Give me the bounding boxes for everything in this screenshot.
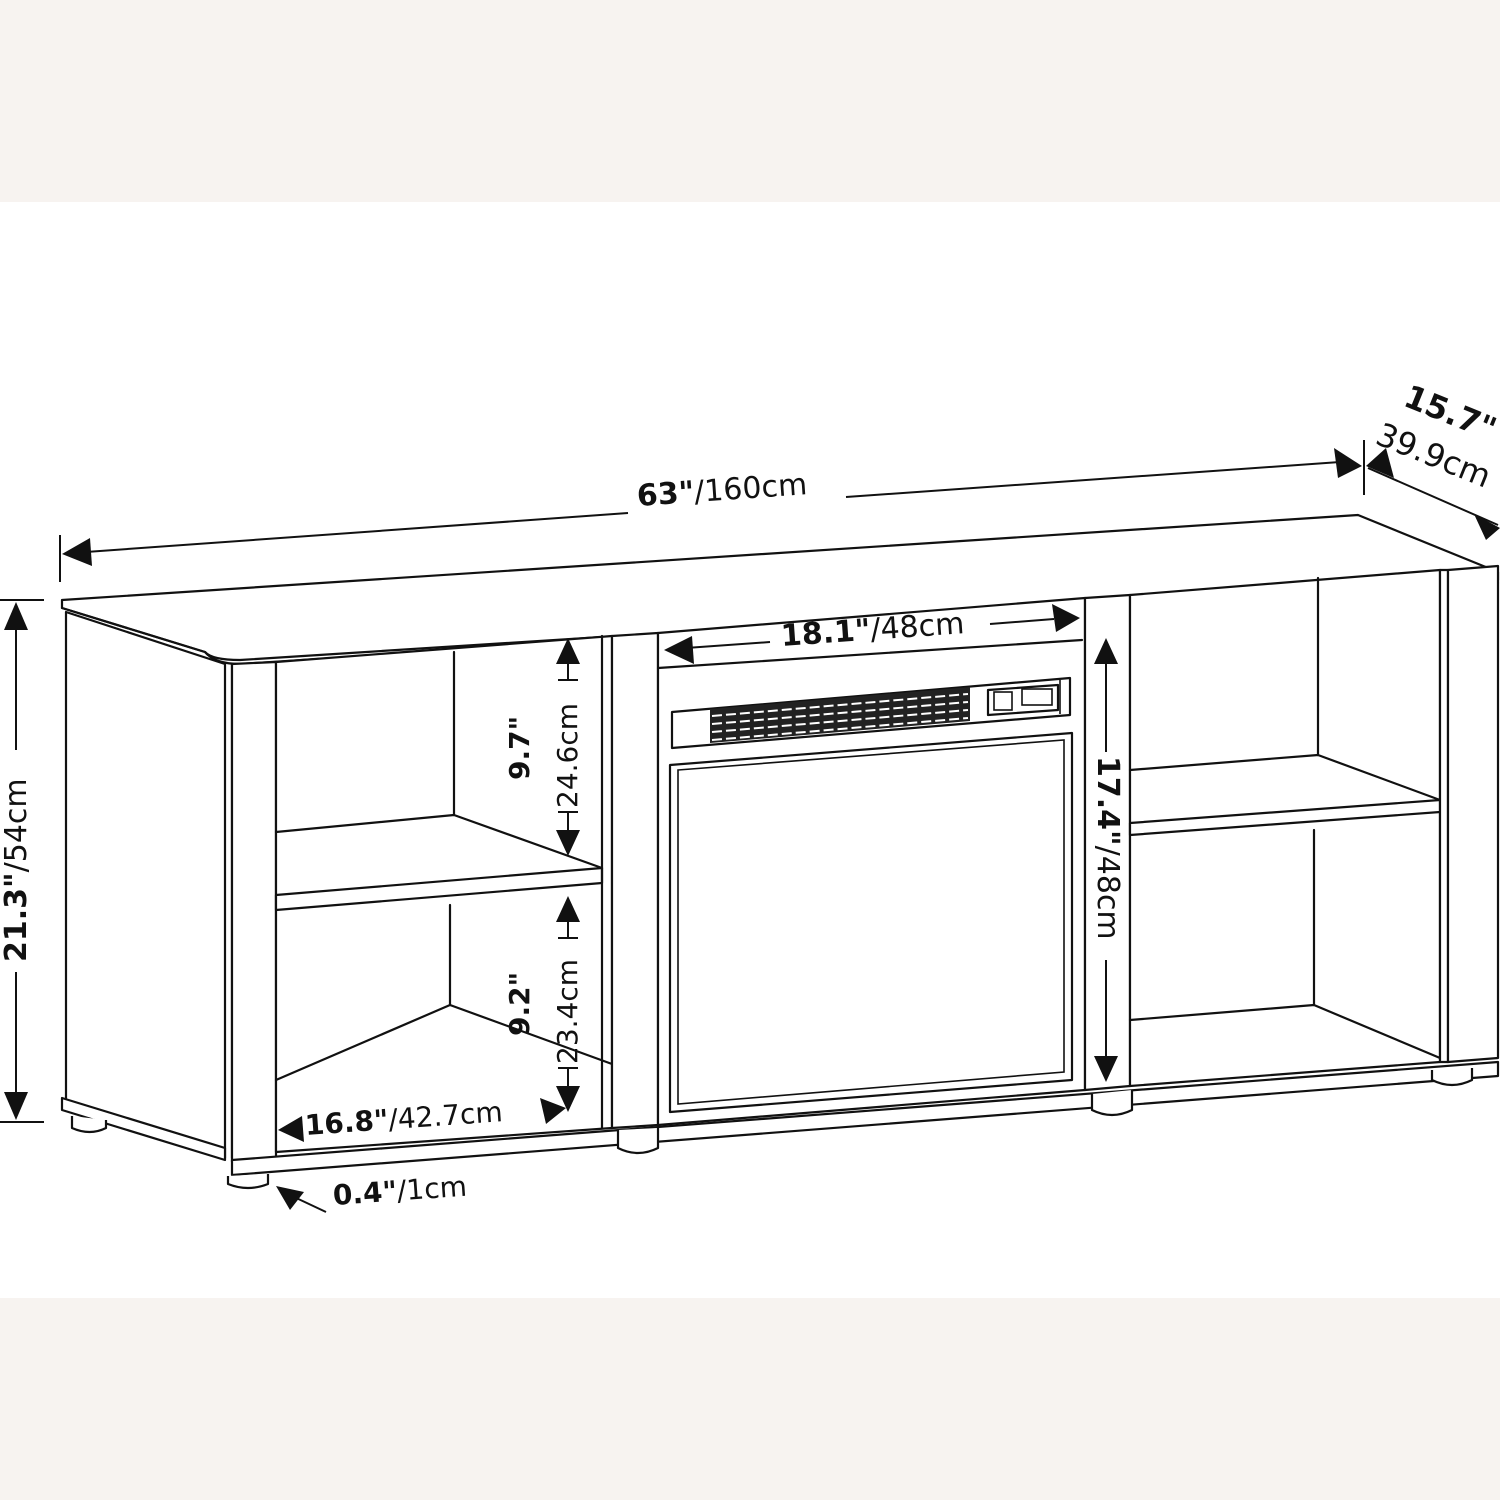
height-dimension-line	[0, 599, 44, 1123]
foot-height-metric: /1cm	[395, 1169, 468, 1208]
lower-shelf-dimension-line	[556, 896, 580, 1112]
left-shelf-cubby	[274, 634, 614, 1154]
base-plinth	[230, 1060, 1500, 1177]
fireplace-height-imperial: 17.4"	[1090, 756, 1125, 846]
upper-shelf-dimension-line	[556, 638, 580, 856]
depth-dimension-line	[1366, 448, 1500, 540]
overall-height-metric: /54cm	[0, 778, 34, 873]
upper-shelf-imperial: 9.7"	[503, 715, 536, 780]
heater-grille-icon	[710, 687, 970, 743]
overall-width-imperial: 63"	[635, 475, 696, 514]
fireplace-height-label: 17.4"/48cm	[1090, 756, 1125, 940]
fireplace-width-metric: /48cm	[869, 606, 966, 648]
lower-shelf-metric: 23.4cm	[551, 958, 584, 1064]
left-side-panel	[60, 610, 234, 1162]
upper-shelf-metric: 24.6cm	[551, 702, 584, 808]
lower-shelf-height-metric-label: 23.4cm	[551, 958, 584, 1064]
foot-height-imperial: 0.4"	[331, 1174, 399, 1212]
center-left-stile	[610, 631, 660, 1130]
shelf-width-imperial: 16.8"	[303, 1103, 390, 1142]
upper-shelf-height-imperial-label: 9.7"	[503, 715, 536, 780]
lower-shelf-height-imperial-label: 9.2"	[503, 971, 536, 1036]
right-front-stile	[1438, 564, 1500, 1064]
shelf-width-dimension-line	[278, 1098, 566, 1142]
fireplace-width-imperial: 18.1"	[779, 612, 872, 654]
overall-height-imperial: 21.3"	[0, 872, 34, 962]
lower-shelf-imperial: 9.2"	[503, 971, 536, 1036]
right-shelf-cubby	[1128, 568, 1442, 1088]
top-background-band	[0, 0, 1500, 202]
feet	[70, 1068, 1474, 1190]
fireplace-height-metric: /48cm	[1090, 845, 1125, 940]
fireplace-width-dimension-line	[664, 604, 1080, 664]
left-front-stile	[230, 660, 278, 1164]
foot-height-dimension-line	[276, 1186, 327, 1213]
control-switches-icon	[986, 683, 1060, 717]
overall-height-label: 21.3"/54cm	[0, 778, 34, 962]
bottom-background-band	[0, 1298, 1500, 1500]
fireplace-unit	[656, 596, 1087, 1127]
upper-shelf-height-metric-label: 24.6cm	[551, 702, 584, 808]
width-dimension-line	[59, 440, 1365, 582]
fireplace-height-dimension-line	[1094, 638, 1118, 1082]
